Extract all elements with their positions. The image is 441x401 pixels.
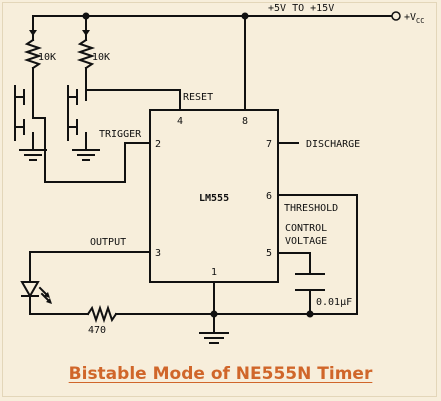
threshold-label: THRESHOLD [284, 203, 338, 214]
junction-dot [82, 12, 90, 20]
voltage-label: VOLTAGE [285, 236, 327, 247]
pin-7: 7 [266, 139, 272, 150]
capacitor-label: 0.01μF [316, 297, 352, 308]
resistor-10k-left [23, 38, 43, 70]
trigger-label: TRIGGER [99, 129, 142, 140]
pin-8: 8 [242, 116, 248, 127]
pin-6: 6 [266, 191, 272, 202]
resistor-470-label: 470 [88, 325, 106, 336]
discharge-label: DISCHARGE [306, 139, 360, 150]
junction-dot [210, 310, 218, 318]
pin-3: 3 [155, 248, 161, 259]
pin-2: 2 [155, 139, 161, 150]
junction-dot [241, 12, 249, 20]
vcc-label: +VCC [404, 12, 424, 25]
diagram-caption: Bistable Mode of NE555N Timer [68, 364, 373, 384]
supply-range-label: +5V TO +15V [268, 3, 334, 14]
resistor-left-label: 10K [38, 52, 56, 63]
chip-name: LM555 [199, 193, 229, 204]
vcc-terminal [391, 11, 401, 21]
pin-1: 1 [211, 267, 217, 278]
control-label: CONTROL [285, 223, 327, 234]
resistor-10k-right [76, 38, 96, 70]
reset-label: RESET [183, 92, 213, 103]
pin-5: 5 [266, 248, 272, 259]
output-label: OUTPUT [90, 237, 126, 248]
led [20, 281, 40, 299]
resistor-470 [86, 304, 118, 324]
pin-4: 4 [177, 116, 183, 127]
junction-dot [306, 310, 314, 318]
resistor-right-label: 10K [92, 52, 110, 63]
page-frame [2, 2, 437, 397]
